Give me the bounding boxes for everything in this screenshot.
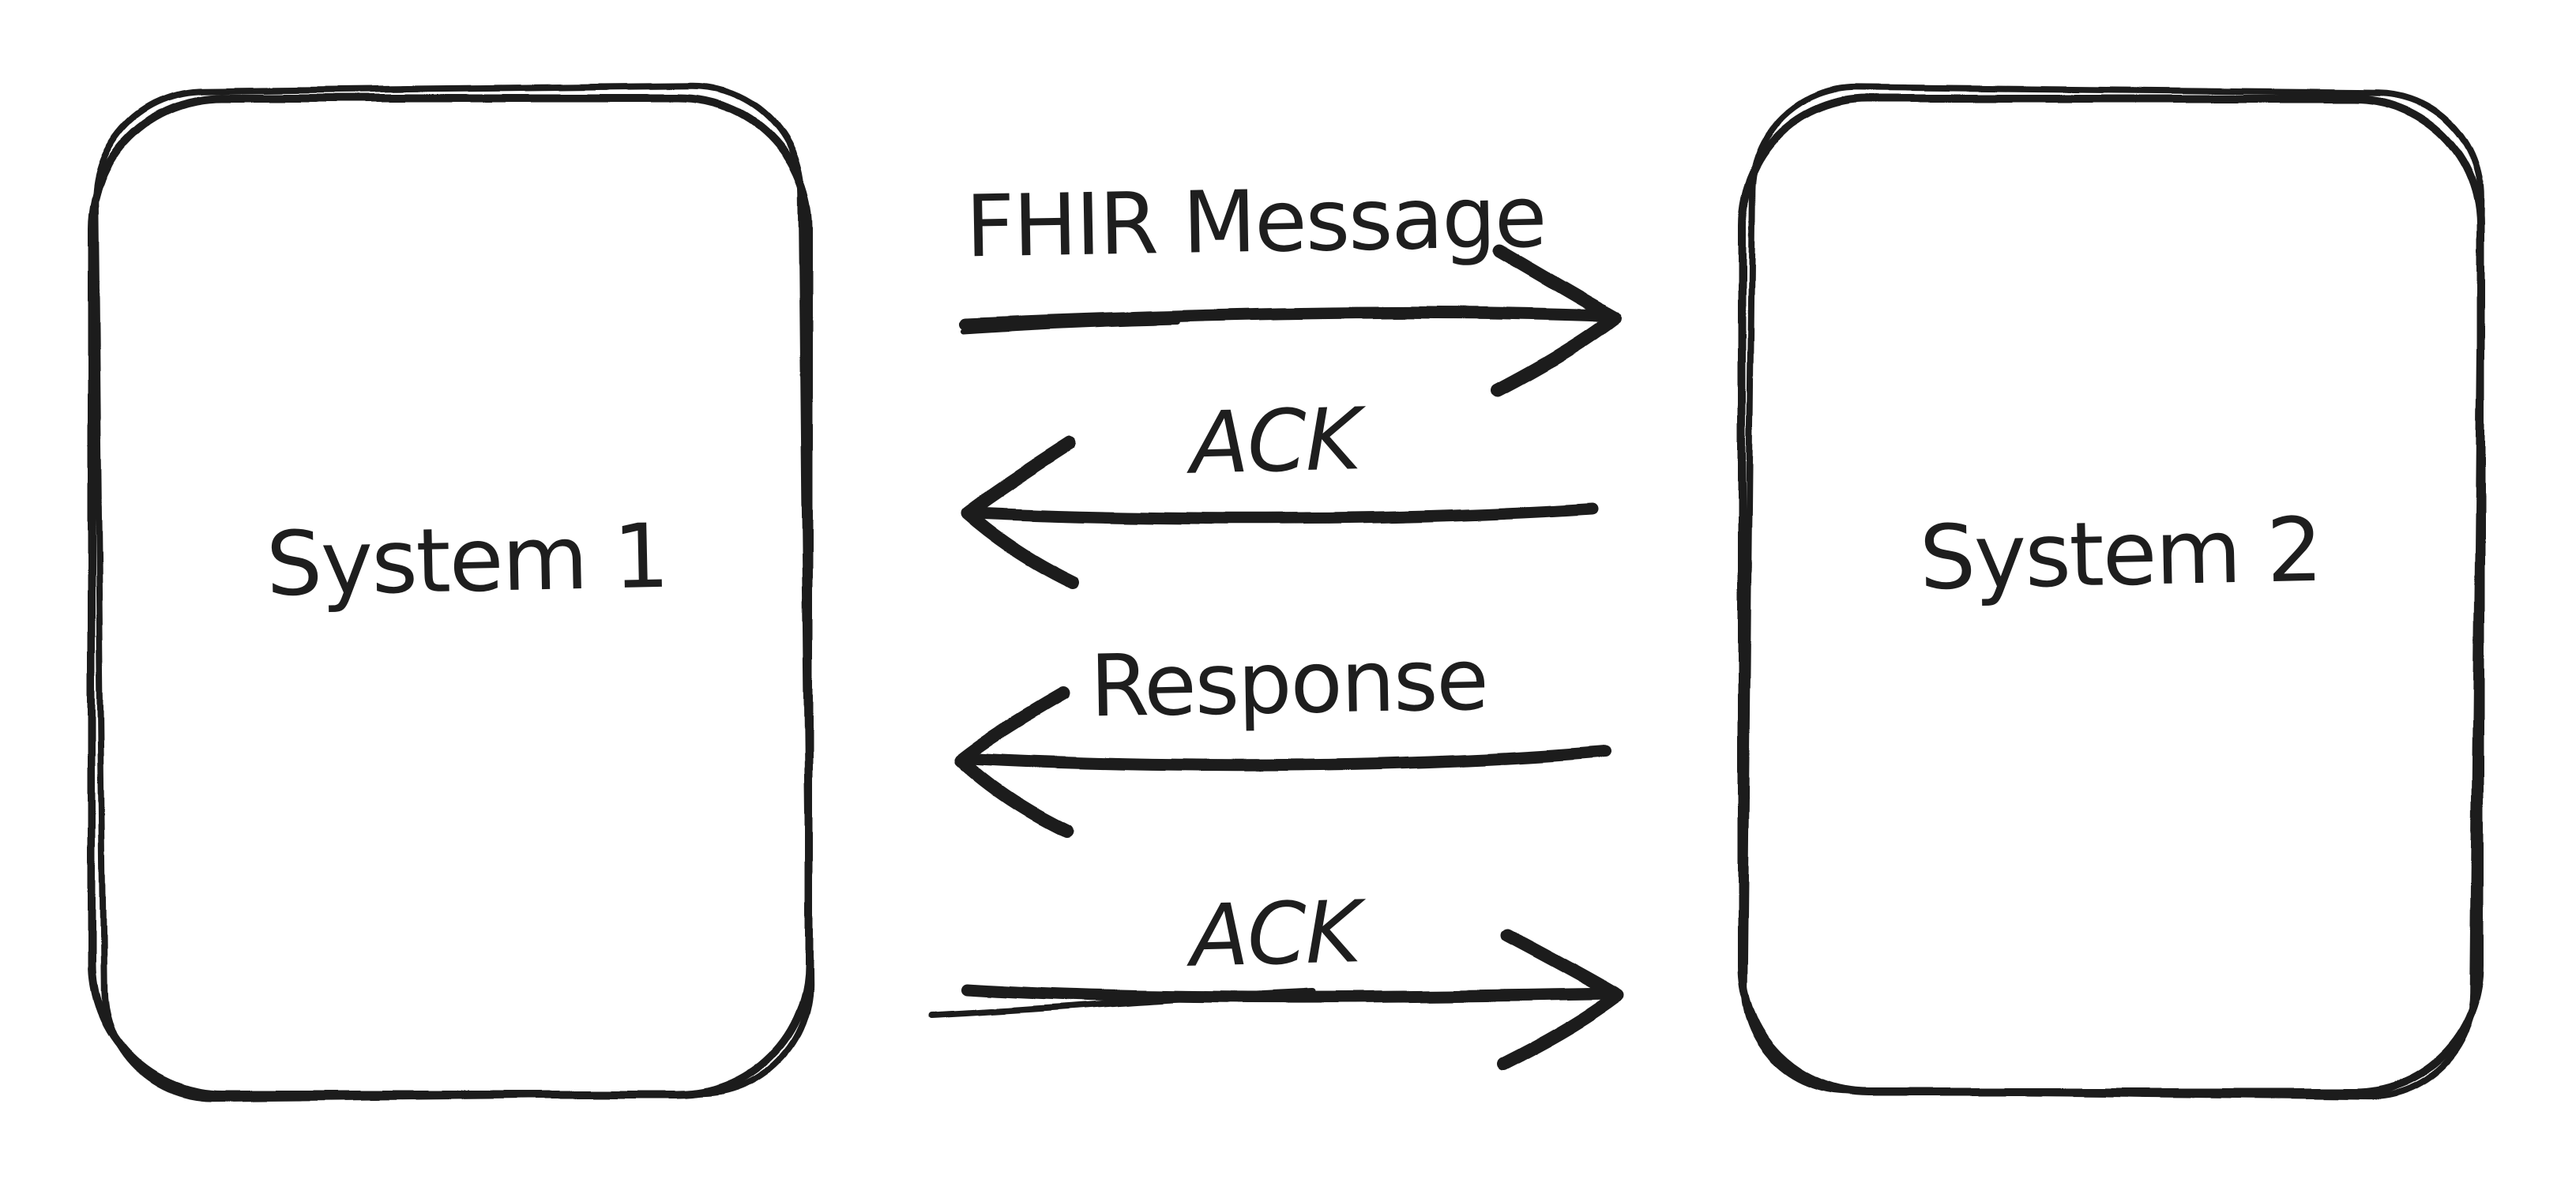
system1-label: System 1 <box>265 505 669 617</box>
fhir-message-arrow <box>959 244 1622 397</box>
arrowhead-right-icon <box>1495 928 1625 1072</box>
ack-1-label: ACK <box>1184 390 1367 494</box>
arrowhead-right-icon <box>1491 244 1622 397</box>
ack-1-arrow <box>960 437 1599 590</box>
fhir-message-arrow-shaft-sketch-pass <box>961 318 1180 334</box>
system1-box-outline-sketch-pass <box>92 82 814 1102</box>
ack-2-arrow <box>929 928 1625 1072</box>
system1-node <box>88 82 814 1102</box>
response-arrow-shaft <box>957 745 1611 772</box>
response-label: Response <box>1089 631 1488 737</box>
ack-2-arrow-shaft-sketch-pass <box>929 988 1314 1018</box>
arrowhead-left-icon <box>960 437 1080 590</box>
ack-2-arrow-shaft <box>962 982 1618 1003</box>
fhir-message-arrow-shaft <box>959 306 1610 330</box>
system2-node <box>1738 84 2484 1100</box>
response-arrow <box>953 686 1611 838</box>
ack-1-arrow-shaft <box>967 502 1599 524</box>
ack-2-label: ACK <box>1184 883 1367 986</box>
fhir-message-label: FHIR Message <box>965 168 1546 277</box>
arrowhead-left-icon <box>953 686 1074 838</box>
system2-box-outline-sketch-pass <box>1741 84 2484 1100</box>
system2-label: System 2 <box>1919 499 2322 610</box>
